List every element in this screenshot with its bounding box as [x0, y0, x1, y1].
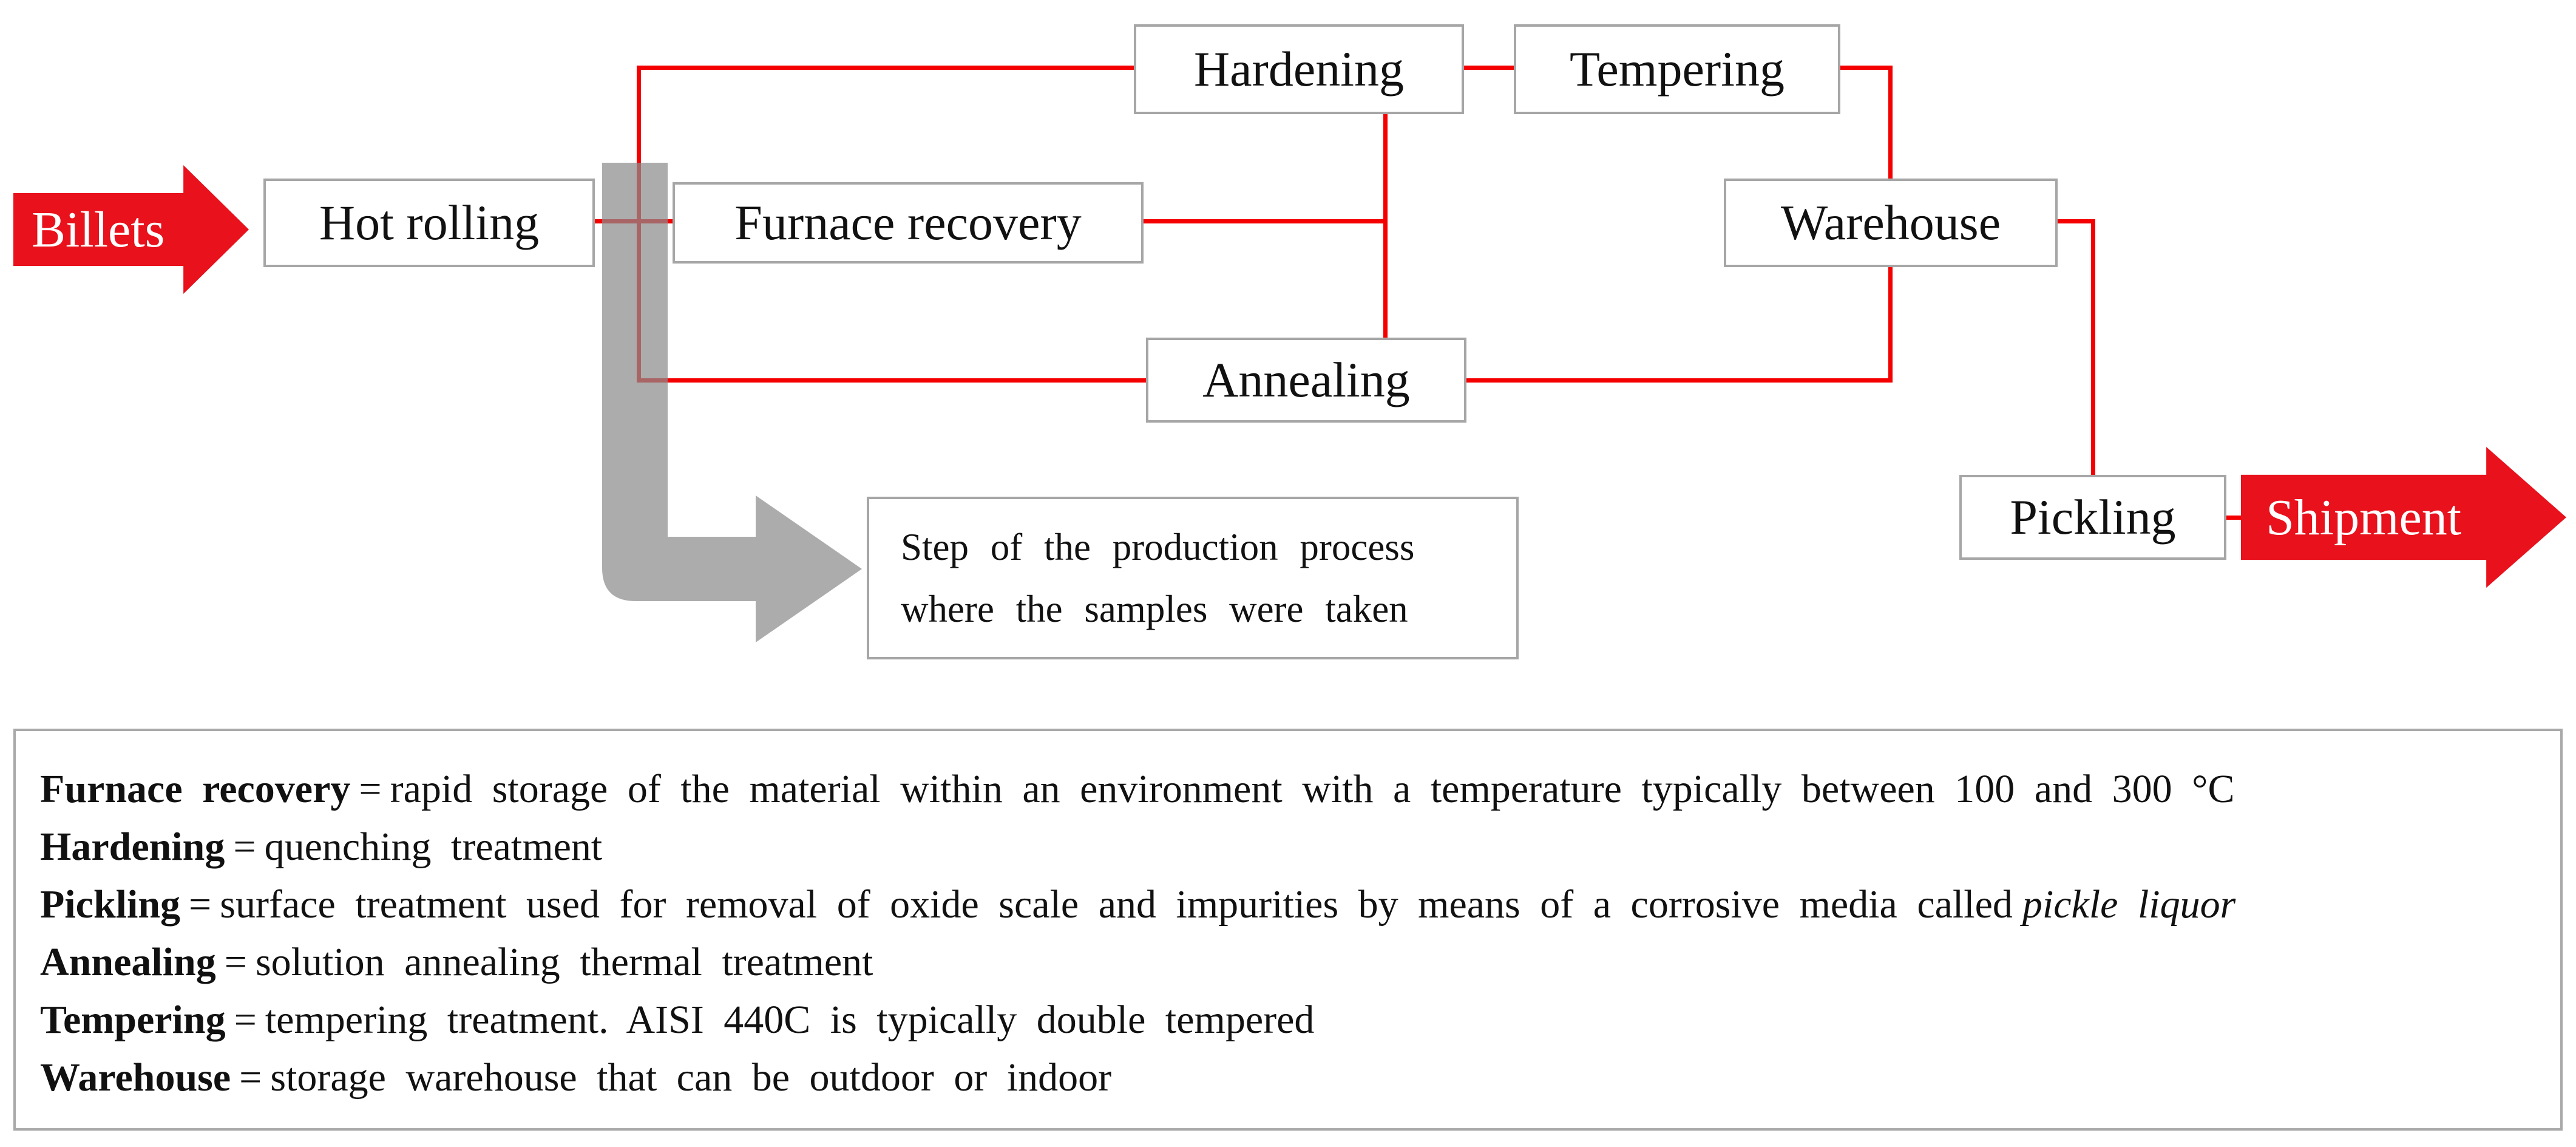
node-warehouse: Warehouse	[1724, 179, 2058, 267]
legend-definition: tempering treatment. AISI 440C is typica…	[265, 998, 1315, 1042]
node-annealing: Annealing	[1146, 338, 1466, 423]
legend-separator: =	[239, 1055, 262, 1100]
flow-line-to-hardening	[637, 66, 1134, 70]
sample-note-line1: Step of the production process	[901, 526, 1415, 568]
legend-term: Annealing	[40, 940, 216, 984]
flow-line-tempering-warehouse-h	[1840, 66, 1893, 70]
flow-line-annealing-warehouse-v	[1888, 267, 1893, 383]
legend-definition-italic: pickle liquor	[2022, 882, 2236, 927]
node-tempering-label: Tempering	[1569, 41, 1785, 97]
legend-definition: rapid storage of the material within an …	[390, 767, 2235, 811]
shipment-arrow-label: Shipment	[2266, 489, 2462, 546]
node-furnace-recovery-label: Furnace recovery	[734, 195, 1082, 250]
legend-definition: quenching treatment	[264, 825, 603, 869]
node-warehouse-label: Warehouse	[1780, 195, 2001, 250]
billets-arrow-label: Billets	[32, 201, 165, 258]
sample-note-box: Step of the production process where the…	[867, 497, 1519, 659]
legend-row-pickling: Pickling=surface treatment used for remo…	[40, 876, 2560, 933]
node-furnace-recovery: Furnace recovery	[673, 182, 1144, 264]
legend-term: Hardening	[40, 825, 225, 869]
flow-line-furnace-junction	[1144, 219, 1388, 223]
flow-line-warehouse-pickling-v	[2091, 219, 2095, 475]
node-hardening-label: Hardening	[1193, 41, 1405, 97]
legend-separator: =	[359, 767, 382, 811]
flow-line-pickling-shipment	[2226, 516, 2251, 520]
legend-box: Furnace recovery=rapid storage of the ma…	[13, 729, 2563, 1131]
flow-line-annealing-warehouse-h	[1466, 378, 1893, 383]
legend-row-warehouse: Warehouse=storage warehouse that can be …	[40, 1049, 2560, 1106]
flow-line-to-annealing	[637, 378, 1146, 383]
flow-line-hardening-tempering	[1464, 66, 1514, 70]
node-hardening: Hardening	[1134, 24, 1464, 114]
legend-term: Warehouse	[40, 1055, 231, 1100]
flow-line-tempering-warehouse-v	[1888, 66, 1893, 179]
legend-separator: =	[189, 882, 212, 927]
legend-term: Tempering	[40, 998, 226, 1042]
flow-line-warehouse-pickling-h	[2058, 219, 2095, 223]
sample-note-line2: where the samples were taken	[901, 588, 1408, 630]
legend-row-furnace-recovery: Furnace recovery=rapid storage of the ma…	[40, 760, 2560, 818]
node-tempering: Tempering	[1514, 24, 1840, 114]
node-hot-rolling-label: Hot rolling	[319, 195, 540, 250]
legend-term: Pickling	[40, 882, 181, 927]
legend-row-annealing: Annealing=solution annealing thermal tre…	[40, 933, 2560, 991]
flow-line-hardening-annealing	[1383, 114, 1388, 338]
legend-separator: =	[233, 825, 256, 869]
node-hot-rolling: Hot rolling	[263, 179, 595, 267]
legend-definition: storage warehouse that can be outdoor or…	[270, 1055, 1112, 1100]
node-pickling-label: Pickling	[2010, 489, 2176, 545]
legend-term: Furnace recovery	[40, 767, 351, 811]
node-annealing-label: Annealing	[1202, 352, 1410, 407]
node-pickling: Pickling	[1959, 475, 2226, 560]
legend-definition: surface treatment used for removal of ox…	[220, 882, 2013, 927]
legend-separator: =	[224, 940, 247, 984]
legend-row-hardening: Hardening=quenching treatment	[40, 818, 2560, 876]
legend-row-tempering: Tempering=tempering treatment. AISI 440C…	[40, 991, 2560, 1049]
legend-definition: solution annealing thermal treatment	[255, 940, 873, 984]
legend-separator: =	[234, 998, 257, 1042]
